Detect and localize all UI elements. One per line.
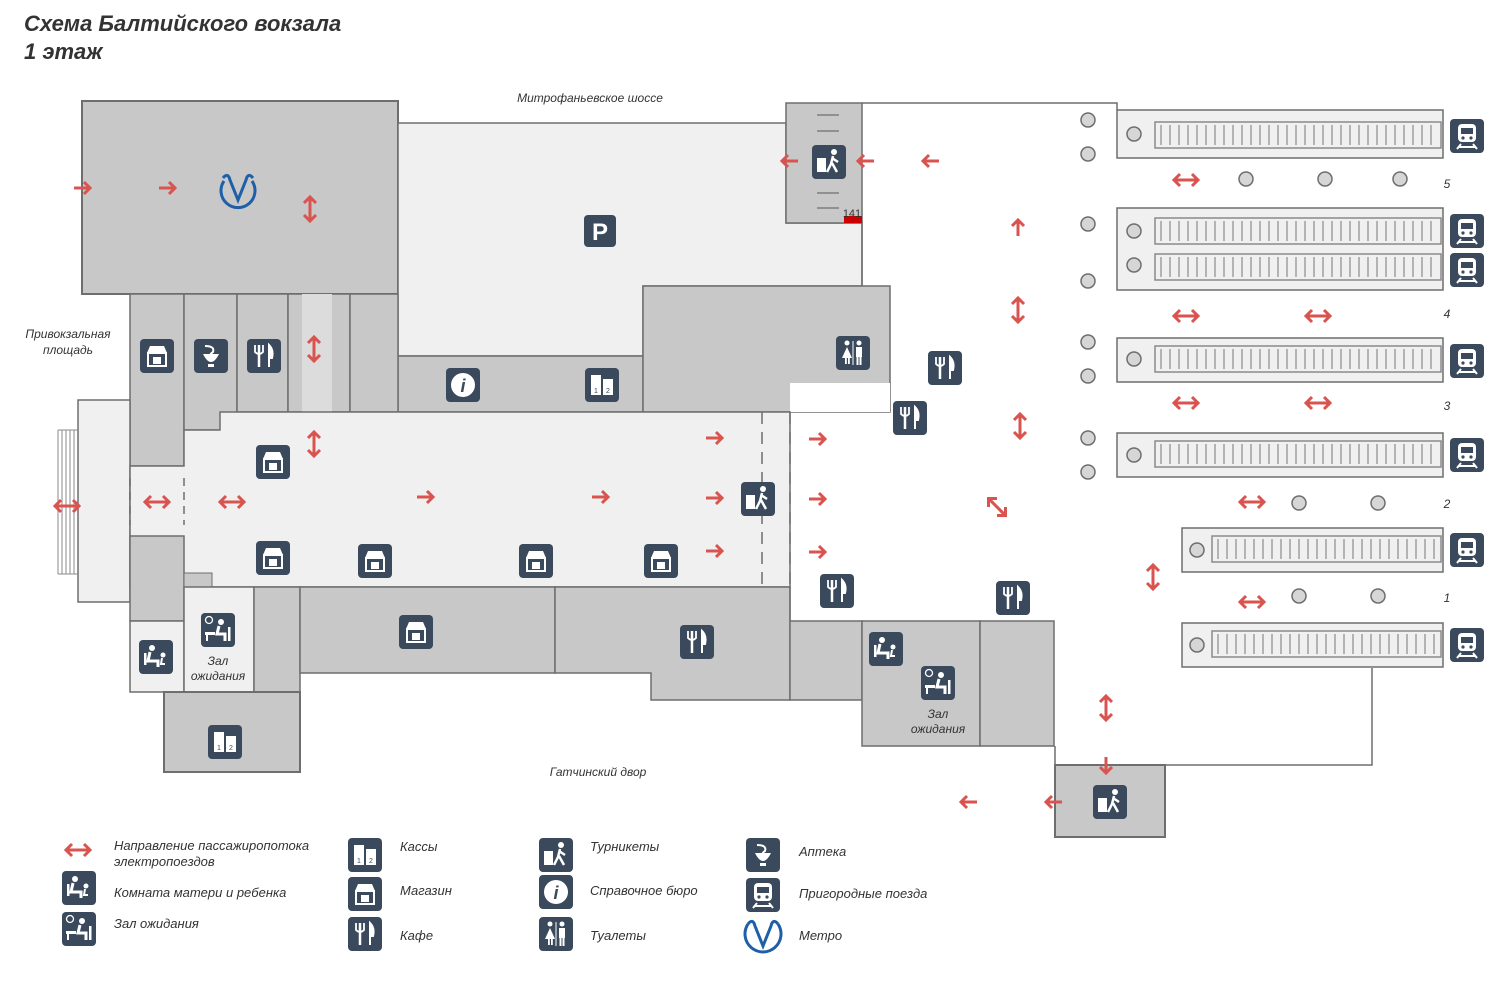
main-concourse [129, 411, 791, 588]
parking-icon: P [584, 215, 616, 247]
cafe-icon [247, 339, 281, 373]
ticket-office-icon [585, 368, 619, 402]
square-label-line1: Привокзальная [25, 327, 111, 341]
platform-number-4: 4 [1444, 307, 1451, 321]
platform-number-2: 2 [1443, 497, 1451, 511]
waiting-hall-label-line1: Зал [928, 707, 949, 721]
cafe-icon [928, 351, 962, 385]
shop-icon [140, 339, 174, 373]
shop-icon [348, 877, 382, 911]
waiting-hall-label-line1: Зал [208, 654, 229, 668]
shop-icon [358, 544, 392, 578]
platform-1 [1181, 527, 1444, 668]
turnstile-icon [1093, 785, 1127, 819]
legend-item-shop: Магазин [400, 883, 452, 898]
info-icon [539, 875, 573, 909]
courtyard-label: Гатчинский двор [550, 765, 647, 779]
legend-item-ticket-office: Кассы [400, 839, 438, 854]
platform-3 [1116, 337, 1444, 383]
platform-number-3: 3 [1444, 399, 1451, 413]
platform-2 [1116, 432, 1444, 478]
platform-number-5: 5 [1444, 177, 1451, 191]
map-title-line2: 1 этаж [24, 39, 103, 64]
map-icons: P [139, 145, 1127, 819]
suburban-train-icon [1450, 628, 1484, 662]
legend-item-turnstile: Турникеты [590, 839, 660, 854]
legend-item-toilet: Туалеты [590, 928, 646, 943]
legend-item-waiting-hall: Зал ожидания [114, 916, 199, 931]
legend-item-pharmacy: Аптека [799, 844, 847, 859]
map-labels: Митрофаньевское шоссе Привокзальная площ… [25, 91, 965, 779]
ticket-office-icon [348, 838, 382, 872]
turnstile-icon [741, 482, 775, 516]
suburban-train-icon [1450, 214, 1484, 248]
waiting-hall-icon [921, 666, 955, 700]
legend-item-info: Справочное бюро [590, 883, 698, 898]
turnstile-icon [539, 838, 573, 872]
legend-item-metro: Метро [799, 928, 843, 943]
shop-icon [399, 615, 433, 649]
platforms: 5 4 3 2 1 [1080, 109, 1484, 668]
map-title-line1: Схема Балтийского вокзала [24, 11, 342, 36]
shop-icon [519, 544, 553, 578]
waiting-hall-label-line2: ожидания [911, 722, 966, 736]
toilet-icon [539, 917, 573, 951]
suburban-train-icon [1450, 533, 1484, 567]
legend-icons [62, 838, 783, 954]
waiting-hall-icon [201, 613, 235, 647]
street-label: Митрофаньевское шоссе [517, 91, 663, 105]
suburban-train-icon [1450, 344, 1484, 378]
cafe-icon [348, 917, 382, 951]
mother-child-icon [62, 871, 96, 905]
cafe-icon [996, 581, 1030, 615]
ticket-office-icon [208, 725, 242, 759]
shop-icon [644, 544, 678, 578]
shop-icon [256, 541, 290, 575]
legend-text: электропоездов [114, 854, 215, 869]
turnstile-icon [812, 145, 846, 179]
waiting-hall-label-line2: ожидания [191, 669, 246, 683]
cafe-icon [680, 625, 714, 659]
square-label-line2: площадь [43, 343, 93, 357]
arrow-icon [64, 842, 92, 858]
legend-text: Направление пассажиропотока [114, 838, 310, 853]
map-title: Схема Балтийского вокзала 1 этаж [24, 10, 341, 66]
suburban-train-icon [1450, 119, 1484, 153]
platform-number-1: 1 [1444, 591, 1451, 605]
cafe-icon [893, 401, 927, 435]
info-icon [446, 368, 480, 402]
room-141-mark [844, 216, 862, 223]
cafe-icon [820, 574, 854, 608]
turnstile-block-top [785, 102, 863, 224]
pharmacy-icon [194, 339, 228, 373]
parking-label: P [592, 219, 608, 246]
metro-icon [219, 173, 257, 210]
suburban-train-icon [1450, 253, 1484, 287]
toilet-icon [836, 336, 870, 370]
mother-child-icon [139, 640, 173, 674]
waiting-hall-icon [62, 912, 96, 946]
mother-child-icon [869, 632, 903, 666]
room-number: 141 [843, 208, 861, 220]
shop-icon [256, 445, 290, 479]
platform-4 [1116, 207, 1444, 291]
suburban-train-icon [746, 878, 780, 912]
legend-item-cafe: Кафе [400, 928, 434, 943]
legend-item-flow: Направление пассажиропотока электропоезд… [114, 838, 309, 870]
legend-item-mother-child: Комната матери и ребенка [114, 885, 287, 900]
pharmacy-icon [746, 838, 780, 872]
legend-item-suburban-train: Пригородные поезда [799, 886, 928, 901]
metro-icon [743, 919, 783, 954]
platform-5 [1116, 109, 1444, 159]
suburban-train-icon [1450, 438, 1484, 472]
